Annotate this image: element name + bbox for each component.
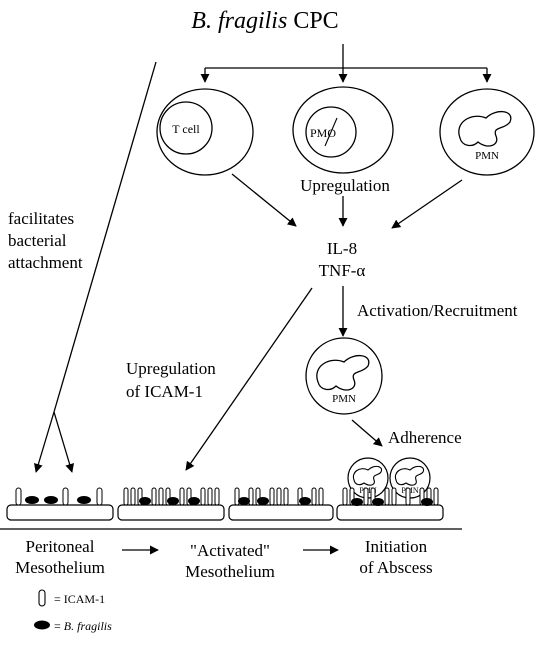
pmn-recruited-icon: PMN <box>305 337 383 415</box>
distribution-arrows <box>200 44 492 83</box>
pmo-label: PMO <box>310 126 336 140</box>
bfragilis-legend-icon <box>34 620 50 630</box>
stage-2-line-1: "Activated" <box>190 541 270 560</box>
mesothelium-segment-4 <box>336 487 444 521</box>
facilitates-line-3: attachment <box>8 253 83 272</box>
upreg-icam-line-2: of ICAM-1 <box>126 382 203 401</box>
mesothelium-segment-2 <box>117 487 225 521</box>
stage-3-line-1: Initiation <box>365 537 428 556</box>
pmn-cell-icon: PMN <box>439 88 535 176</box>
legend-bf-label: = B. fragilis <box>54 619 112 633</box>
facilitation-lines <box>34 61 157 473</box>
upreg-icam-line-1: Upregulation <box>126 359 216 378</box>
facilitates-line-2: bacterial <box>8 231 67 250</box>
tnf-label: TNF-α <box>319 261 366 280</box>
icam-legend-icon <box>38 589 46 607</box>
adherence-label: Adherence <box>388 428 462 447</box>
mesothelium-row <box>6 487 444 521</box>
stage-1-line-1: Peritoneal <box>26 537 95 556</box>
legend-icam-label: = ICAM-1 <box>54 592 105 606</box>
diagram-title: B. fragilis CPC <box>191 8 338 34</box>
legend: = ICAM-1 = B. fragilis <box>34 589 112 633</box>
converging-arrows <box>231 173 463 229</box>
pmo-cell-icon: PMO <box>292 86 394 174</box>
mesothelium-segment-1 <box>6 487 114 521</box>
adherence-arrow <box>351 419 383 447</box>
facilitates-line-1: facilitates <box>8 209 74 228</box>
t-cell-label: T cell <box>172 122 200 136</box>
pmn-top-label: PMN <box>475 150 499 162</box>
mesothelium-segment-3 <box>228 487 334 521</box>
stage-3-line-2: of Abscess <box>359 558 432 577</box>
stage-2-line-2: Mesothelium <box>185 562 275 581</box>
activation-label: Activation/Recruitment <box>357 301 518 320</box>
pmn-mid-label: PMN <box>332 393 356 405</box>
icam-upregulation-arrow <box>185 287 313 471</box>
stage-1-line-2: Mesothelium <box>15 558 105 577</box>
il8-label: IL-8 <box>327 239 357 258</box>
t-cell-icon: T cell <box>156 88 254 176</box>
upregulation-label: Upregulation <box>300 176 390 195</box>
